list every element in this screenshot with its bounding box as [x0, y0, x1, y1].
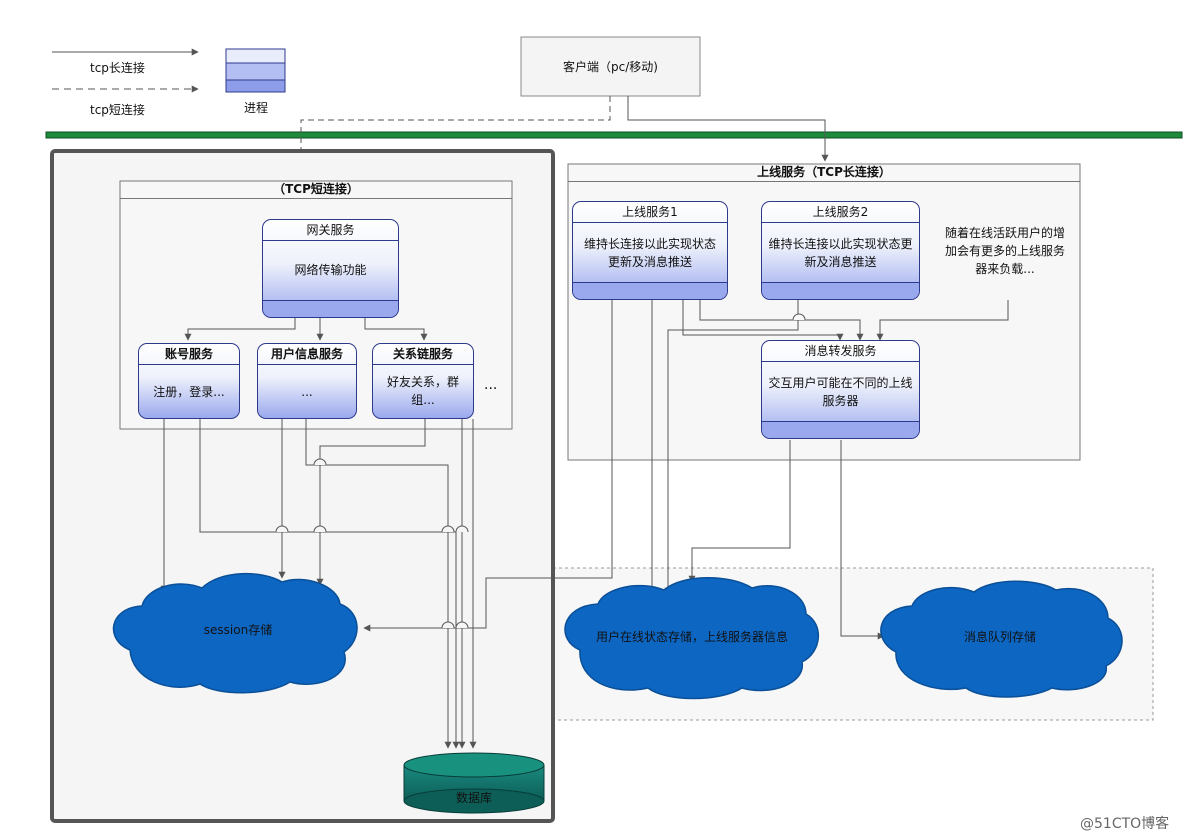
forward-body: 交互用户可能在不同的上线服务器 — [768, 376, 913, 408]
online-service-1-title: 上线服务1 — [573, 202, 727, 223]
network-bar — [45, 131, 1183, 139]
account-title: 账号服务 — [139, 344, 239, 365]
scaling-note: 随着在线活跃用户的增加会有更多的上线服务器来负载... — [944, 226, 1065, 276]
session-storage-label: session存储 — [203, 623, 273, 637]
database-cylinder — [403, 752, 545, 814]
userinfo-service: 用户信息服务 ... — [257, 343, 357, 419]
mq-cloud — [880, 580, 1123, 698]
gateway-body: 网络传输功能 — [294, 263, 367, 277]
short-frame-title: （TCP短连接） — [120, 181, 512, 199]
gateway-service: 网关服务 网络传输功能 — [262, 219, 399, 318]
client-box — [520, 36, 701, 97]
online-state-cloud — [564, 577, 820, 700]
online-service-1: 上线服务1 维持长连接以此实现状态更新及消息推送 — [572, 201, 728, 300]
relation-service: 关系链服务 好友关系，群组... — [372, 343, 474, 419]
session-storage-cloud — [112, 572, 358, 694]
online-service-2: 上线服务2 维持长连接以此实现状态更新及消息推送 — [761, 201, 920, 300]
client-label: 客户端（pc/移动) — [563, 60, 658, 74]
relation-body: 好友关系，群组... — [386, 375, 459, 407]
mq-storage-label: 消息队列存储 — [963, 630, 1036, 644]
userinfo-body: ... — [301, 385, 313, 399]
forward-title: 消息转发服务 — [762, 341, 919, 362]
forward-service: 消息转发服务 交互用户可能在不同的上线服务器 — [761, 340, 920, 439]
userinfo-title: 用户信息服务 — [258, 344, 356, 365]
relation-title: 关系链服务 — [373, 344, 473, 365]
online-state-storage-label: 用户在线状态存储，上线服务器信息 — [595, 630, 788, 644]
online-service-2-title: 上线服务2 — [762, 202, 919, 223]
legend-short-label: tcp短连接 — [90, 103, 145, 117]
online-frame-title: 上线服务（TCP长连接） — [568, 164, 1080, 182]
gateway-title: 网关服务 — [263, 220, 398, 241]
online-service-1-body: 维持长连接以此实现状态更新及消息推送 — [583, 237, 716, 269]
account-body: 注册，登录... — [153, 385, 225, 399]
account-service: 账号服务 注册，登录... — [138, 343, 240, 419]
more-services-ellipsis: ... — [484, 377, 498, 393]
watermark: @51CTO博客 — [1080, 816, 1170, 832]
client-to-online-connector — [627, 96, 829, 162]
legend-long-label: tcp长连接 — [90, 61, 145, 75]
online-service-2-body: 维持长连接以此实现状态更新及消息推送 — [768, 237, 913, 269]
database-label: 数据库 — [455, 791, 492, 805]
legend-process-label: 进程 — [244, 101, 269, 115]
